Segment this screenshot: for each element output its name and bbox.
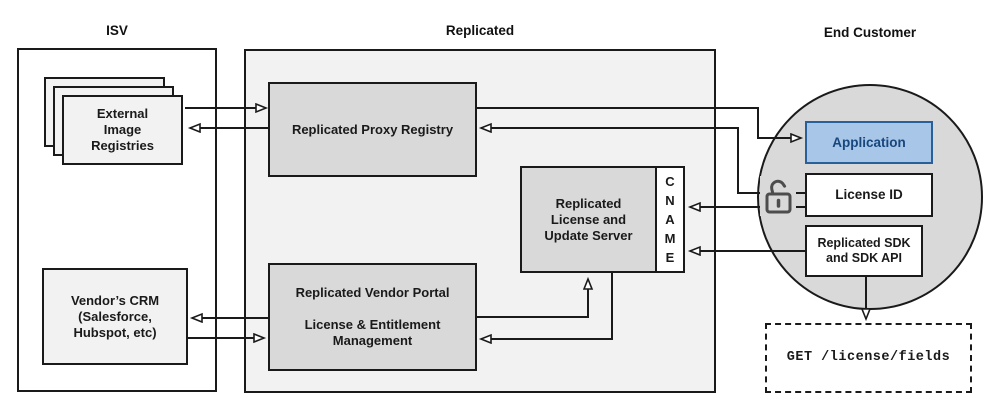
replicated-vendor-portal-node: Replicated Vendor Portal License & Entit… [268, 263, 477, 371]
replicated-sdk-node: Replicated SDK and SDK API [805, 225, 923, 277]
section-label-replicated: Replicated [445, 23, 515, 38]
cname-strip: C N A M E [655, 166, 685, 273]
lock-icon [760, 176, 796, 216]
section-label-end-customer: End Customer [823, 25, 917, 40]
replicated-license-update-server-node: Replicated License and Update Server [520, 166, 657, 273]
get-license-fields-box: GET /license/fields [765, 323, 972, 393]
replicated-proxy-registry-node: Replicated Proxy Registry [268, 82, 477, 177]
license-id-node: License ID [805, 173, 933, 217]
external-image-registries-node: External Image Registries [62, 95, 183, 165]
vendors-crm-node: Vendor’s CRM (Salesforce, Hubspot, etc) [42, 268, 188, 365]
section-label-isv: ISV [106, 23, 128, 38]
application-node: Application [805, 121, 933, 164]
